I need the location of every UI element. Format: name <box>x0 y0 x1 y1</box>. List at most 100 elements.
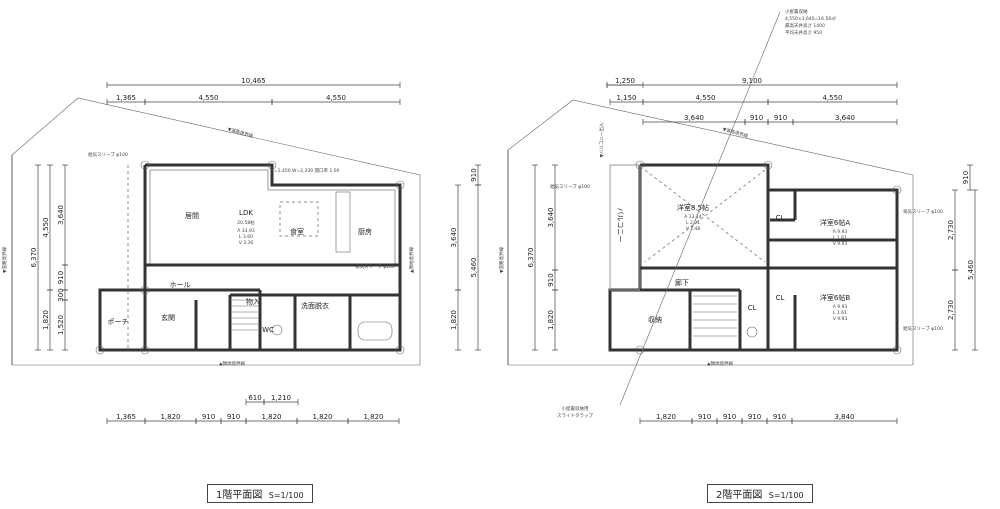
dim-left: 1,820 <box>42 310 50 330</box>
dim-bottom-sub: 610 <box>248 394 261 402</box>
supply-sleeve-note: 給気スリーブ φ100 <box>550 183 590 190</box>
room-stat: L 1.61 <box>833 310 847 316</box>
room-label: LDK <box>239 209 253 217</box>
ldk-stat: A 33.93 <box>237 228 255 234</box>
dim-left: 1,520 <box>57 315 65 335</box>
floor2-title: 2階平面図 <box>716 490 763 501</box>
supply-sleeve-note: 給気スリーブ φ100 <box>903 325 943 332</box>
room-stat: L 1.61 <box>833 235 847 241</box>
dim-left: 910 <box>57 271 65 284</box>
room-label: バルコニー <box>616 208 624 243</box>
toilet-icon <box>746 326 758 338</box>
exhaust-sleeve-note: 排気スリーブ φ100 <box>355 263 395 270</box>
ladder-note: スライドタラップ <box>557 412 593 419</box>
dim-bottom: 910 <box>748 413 761 421</box>
dim-left: 300 <box>57 288 65 301</box>
dim-bottom: 1,820 <box>656 413 676 421</box>
room-stat: V 9.93 <box>833 316 848 322</box>
dim-top: 4,550 <box>326 94 346 102</box>
column-icon <box>395 180 405 190</box>
dim-left: 6,370 <box>30 247 38 267</box>
dim-bottom: 1,365 <box>116 413 136 421</box>
room-label: ポーチ <box>108 318 129 326</box>
attic-note: 平均天井高さ 950 <box>785 29 822 36</box>
dim-overall-width: 10,465 <box>241 77 266 85</box>
attic-note: 最高天井高さ 1400 <box>785 22 825 29</box>
room-label: 厨房 <box>358 227 372 236</box>
dim-left: 3,640 <box>547 207 555 227</box>
dim-left: 910 <box>547 273 555 286</box>
bathtub <box>357 321 393 341</box>
room-stat: V 9.93 <box>833 241 848 247</box>
dim-bottom-sub: 1,210 <box>271 394 291 402</box>
dim-top: 4,550 <box>695 94 715 102</box>
ldk-stat: L 3.60 <box>239 234 253 240</box>
column-icon <box>140 160 150 170</box>
column-icon <box>892 345 902 355</box>
dim-top: 4,550 <box>198 94 218 102</box>
column-icon <box>635 160 645 170</box>
dim-top: 3,640 <box>684 114 704 122</box>
room-label: 物入 <box>246 297 260 306</box>
column-icon <box>635 345 645 355</box>
dim-bottom: 1,820 <box>312 413 332 421</box>
room-label: WC <box>262 326 274 334</box>
room-label: 洗面脱衣 <box>301 301 329 310</box>
room-label: CL <box>776 294 785 302</box>
supply-sleeve-note: 給気スリーブ φ100 <box>88 151 128 158</box>
room-label: CL <box>748 304 757 312</box>
room-stat: A 13.14 <box>684 214 702 220</box>
dim-top: 910 <box>750 114 763 122</box>
dim-bottom: 910 <box>773 413 786 421</box>
floor1-scale: S=1/100 <box>268 491 304 500</box>
room-stat: A 9.93 <box>833 304 848 310</box>
column-icon <box>267 160 277 170</box>
dim-top: 3,640 <box>835 114 855 122</box>
toilet-icon <box>271 324 283 336</box>
dim-right: 1,820 <box>450 310 458 330</box>
dim-bottom: 1,820 <box>160 413 180 421</box>
floor1-title: 1階平面図 <box>216 490 263 501</box>
dim-right: 2,730 <box>947 220 955 240</box>
ldk-stat: V 3.36 <box>239 240 254 246</box>
room-stat: V 1.48 <box>686 226 701 232</box>
dim-top: 1,365 <box>116 94 136 102</box>
dim-right: 910 <box>962 171 970 184</box>
kitchen-counter <box>335 191 351 253</box>
column-icon <box>892 185 902 195</box>
room-label: ホール <box>170 281 191 289</box>
balcony-note: ▼バルコニー出入 <box>598 122 605 157</box>
dim-bottom: 910 <box>227 413 240 421</box>
diagonal <box>644 169 766 263</box>
diagonal <box>644 169 766 263</box>
floor1-exterior-wall <box>98 163 402 352</box>
dim-left: 6,370 <box>527 247 535 267</box>
ladder-note: 小屋裏収納用 <box>562 405 589 412</box>
attic-note: 4,550×3,640=16.56㎡ <box>785 15 836 22</box>
room-label: 洋室8.5帖 <box>677 203 709 212</box>
dim-right: 2,730 <box>947 300 955 320</box>
room-label: 洋室6帖B <box>820 293 850 302</box>
dim-bottom: 1,820 <box>363 413 383 421</box>
dim-right: 3,640 <box>450 227 458 247</box>
road-boundary-note: ▼道路境界線 <box>498 247 505 273</box>
room-stat: L 2.21 <box>686 220 700 226</box>
dim-left: 3,640 <box>57 205 65 225</box>
dim-left: 4,550 <box>42 217 50 237</box>
road-boundary-note: ▼道路境界線 <box>227 126 254 140</box>
room-label: 廊下 <box>675 278 689 287</box>
dim-bottom: 910 <box>698 413 711 421</box>
column-icon <box>140 345 150 355</box>
dim-top: 910 <box>774 114 787 122</box>
floor2-scale: S=1/100 <box>768 491 804 500</box>
neighbor-boundary-note: ▲隣地境界線 <box>219 360 245 367</box>
dim-right: 5,460 <box>967 260 975 280</box>
dim-top: 4,550 <box>822 94 842 102</box>
dining-table <box>279 201 319 237</box>
exhaust-sleeve-note: 排気スリーブ φ100 <box>903 208 943 215</box>
neighbor-boundary-note: ▲隣地境界線 <box>408 247 415 273</box>
dim-bottom: 910 <box>723 413 736 421</box>
neighbor-boundary-note: ▲隣地境界線 <box>707 360 733 367</box>
